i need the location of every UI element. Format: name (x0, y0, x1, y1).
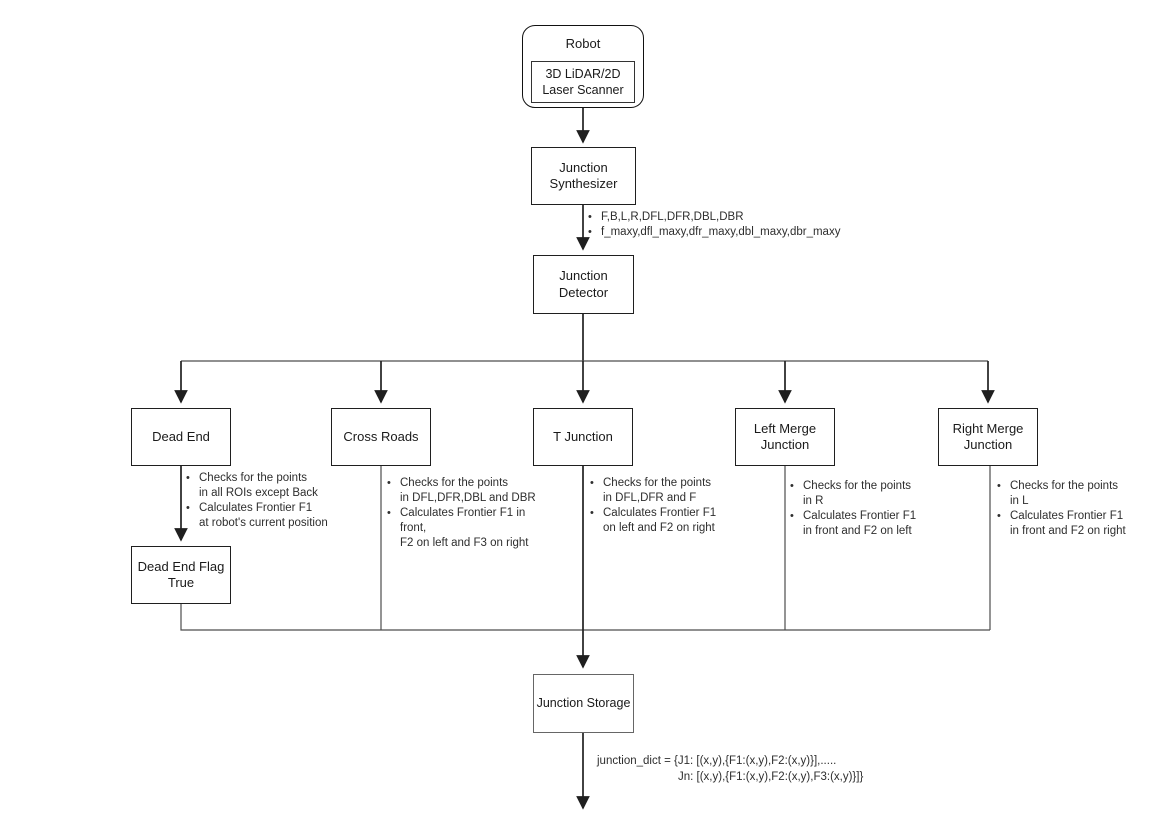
node-dead-end: Dead End (131, 408, 231, 466)
node-lidar-scanner: 3D LiDAR/2D Laser Scanner (531, 61, 635, 103)
node-dead-end-flag-true: Dead End Flag True (131, 546, 231, 604)
bullet-dot: • (590, 507, 594, 519)
bullet-dot: • (186, 502, 190, 514)
synthesizer-outputs-list: • F,B,L,R,DFL,DFR,DBL,DBR • f_maxy,dfl_m… (588, 210, 888, 240)
node-left-merge-junction: Left Merge Junction (735, 408, 835, 466)
list-item: • Calculates Frontier F1 in front and F2… (997, 510, 1126, 537)
list-item: • Checks for the points in all ROIs exce… (186, 472, 318, 499)
node-robot: Robot 3D LiDAR/2D Laser Scanner (522, 25, 644, 108)
bullet-dot: • (997, 510, 1001, 522)
bullet-dot: • (790, 480, 794, 492)
node-cross-roads: Cross Roads (331, 408, 431, 466)
bullet-dot: • (997, 480, 1001, 492)
dead-end-notes-list: • Checks for the points in all ROIs exce… (186, 471, 346, 531)
node-t-junction: T Junction (533, 408, 633, 466)
junction-dict-note: junction_dict = {J1: [(x,y),{F1:(x,y),F2… (597, 753, 957, 785)
list-item: • Checks for the points in DFL,DFR and F (590, 477, 712, 504)
left-merge-notes-list: • Checks for the points in R • Calculate… (790, 479, 950, 539)
bullet-dot: • (590, 477, 594, 489)
bullet-dot: • (387, 507, 391, 519)
bullet-dot: • (790, 510, 794, 522)
list-item: • f_maxy,dfl_maxy,dfr_maxy,dbl_maxy,dbr_… (588, 226, 841, 238)
bullet-dot: • (588, 211, 592, 223)
robot-label: Robot (565, 36, 601, 51)
list-item: • F,B,L,R,DFL,DFR,DBL,DBR (588, 211, 744, 223)
list-item: • Calculates Frontier F1 on left and F2 … (590, 507, 717, 534)
junction-dict-line2: Jn: [(x,y),{F1:(x,y),F2:(x,y),F3:(x,y)}]… (678, 771, 864, 783)
node-right-merge-junction: Right Merge Junction (938, 408, 1038, 466)
node-junction-storage: Junction Storage (533, 674, 634, 733)
list-item: • Calculates Frontier F1 at robot's curr… (186, 502, 328, 529)
list-item: • Calculates Frontier F1 in front and F2… (790, 510, 917, 537)
bullet-dot: • (186, 472, 190, 484)
bullet-dot: • (387, 477, 391, 489)
cross-roads-notes-list: • Checks for the points in DFL,DFR,DBL a… (387, 476, 552, 551)
t-junction-notes-list: • Checks for the points in DFL,DFR and F… (590, 476, 750, 536)
list-item: • Calculates Frontier F1 in front, F2 on… (387, 507, 529, 549)
list-item: • Checks for the points in DFL,DFR,DBL a… (387, 477, 536, 504)
node-junction-detector: Junction Detector (533, 255, 634, 314)
bullet-dot: • (588, 226, 592, 238)
right-merge-notes-list: • Checks for the points in L • Calculate… (997, 479, 1157, 539)
node-junction-synthesizer: Junction Synthesizer (531, 147, 636, 205)
list-item: • Checks for the points in L (997, 480, 1119, 507)
list-item: • Checks for the points in R (790, 480, 912, 507)
junction-dict-line1: junction_dict = {J1: [(x,y),{F1:(x,y),F2… (597, 755, 837, 767)
